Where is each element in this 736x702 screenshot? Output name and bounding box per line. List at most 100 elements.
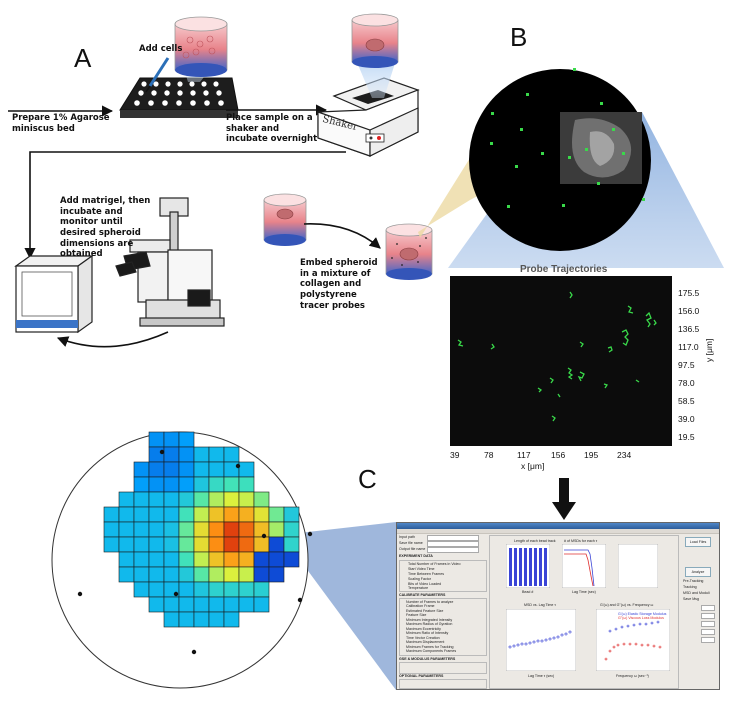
heatmap-cell bbox=[193, 551, 210, 568]
heatmap-cell bbox=[238, 521, 255, 538]
modulus-plot-title: G'(ω) and G"(ω) vs. Frequency ω bbox=[600, 603, 654, 607]
load-files-button[interactable]: Load Files bbox=[685, 537, 711, 547]
trajectory-y-ticks: 175.5 156.0 136.5 117.0 97.5 78.0 58.5 3… bbox=[678, 288, 718, 448]
heatmap-cell bbox=[118, 521, 135, 538]
control-field[interactable] bbox=[701, 605, 715, 611]
experiment-row: Temperature bbox=[408, 586, 429, 590]
lag-tau-axis-label: Lag Time τ (sec) bbox=[528, 674, 555, 678]
experiment-row: Bits of Video Loaded bbox=[408, 582, 442, 586]
heatmap-cell bbox=[208, 446, 225, 463]
heatmap-cell bbox=[238, 596, 255, 613]
heatmap-cell bbox=[193, 536, 210, 553]
heatmap-cell bbox=[253, 551, 270, 568]
control-field[interactable] bbox=[701, 621, 715, 627]
input-path-box[interactable] bbox=[427, 535, 479, 541]
x-tick: 117 bbox=[517, 450, 531, 460]
bead-axis-label: Bead # bbox=[522, 590, 534, 594]
control-field[interactable] bbox=[701, 613, 715, 619]
heatmap-cell bbox=[118, 491, 135, 508]
heatmap-cell bbox=[148, 581, 165, 598]
pipette-icon bbox=[145, 57, 170, 93]
heatmap-cell bbox=[223, 581, 240, 598]
msd-moduli-checkbox[interactable]: MSD and Moduli bbox=[683, 591, 710, 595]
matrigel-step-note: Add matrigel, then incubate and monitor … bbox=[60, 196, 151, 260]
control-field[interactable] bbox=[701, 629, 715, 635]
param-row: Minimum Ratio of Intensity bbox=[406, 631, 449, 635]
heatmap-cell bbox=[118, 566, 135, 583]
save-name-box[interactable] bbox=[427, 541, 479, 547]
prepare-bed-note: Prepare 1% Agarose miniscus bed bbox=[12, 113, 110, 134]
heatmap-cell bbox=[133, 581, 150, 598]
analyze-button[interactable]: Analyze bbox=[685, 567, 711, 577]
heatmap-cell bbox=[253, 596, 270, 613]
heatmap-cell bbox=[193, 596, 210, 613]
optional-rows bbox=[399, 679, 487, 689]
heatmap-cell bbox=[268, 536, 285, 553]
zoom-beam-software bbox=[290, 522, 396, 690]
control-fields bbox=[683, 605, 715, 645]
heatmap-cell bbox=[208, 521, 225, 538]
heatmap-cell bbox=[178, 506, 195, 523]
heatmap-cell bbox=[133, 521, 150, 538]
tracking-checkbox[interactable]: Tracking bbox=[683, 585, 697, 589]
control-field[interactable] bbox=[701, 637, 715, 643]
trajectory-x-ticks: 39 78 117 156 195 234 bbox=[450, 450, 672, 462]
parameters-column: Input path Save file name Output file na… bbox=[399, 535, 487, 689]
y-tick: 117.0 bbox=[678, 342, 699, 352]
window-toolbar bbox=[397, 529, 719, 534]
heatmap-cell bbox=[253, 521, 270, 538]
heatmap-cell bbox=[178, 581, 195, 598]
heatmap-cell bbox=[178, 476, 195, 493]
heatmap-cell bbox=[163, 521, 180, 538]
heatmap-cell bbox=[223, 551, 240, 568]
experiment-row: Time Between Frames bbox=[408, 572, 445, 576]
down-arrow-icon bbox=[552, 478, 576, 520]
heatmap-cell bbox=[148, 551, 165, 568]
heatmap-cell bbox=[103, 521, 120, 538]
heatmap-cell bbox=[223, 596, 240, 613]
heatmap-cell bbox=[178, 461, 195, 478]
x-tick: 39 bbox=[450, 450, 460, 460]
heatmap-cell bbox=[133, 566, 150, 583]
heatmap-cell bbox=[208, 551, 225, 568]
heatmap-cell bbox=[133, 536, 150, 553]
heatmap-cell bbox=[163, 596, 180, 613]
heatmap-cell bbox=[163, 446, 180, 463]
heatmap-cell bbox=[193, 461, 210, 478]
heatmap-cell bbox=[193, 566, 210, 583]
param-row: Estimated Feature Size bbox=[406, 609, 444, 613]
heatmap-cell bbox=[178, 521, 195, 538]
add-cells-note: Add cells bbox=[139, 44, 183, 54]
heatmap-cell bbox=[223, 536, 240, 553]
param-row: Minimum Frames for Tracking bbox=[406, 645, 454, 649]
heatmap-cell bbox=[163, 506, 180, 523]
heatmap-cell bbox=[148, 476, 165, 493]
pre-tracking-checkbox[interactable]: Pre-Tracking bbox=[683, 579, 704, 583]
y-tick: 58.5 bbox=[678, 396, 695, 406]
magnify-beam-b bbox=[356, 60, 396, 98]
trajectory-x-label: x [μm] bbox=[521, 461, 545, 471]
output-name-box[interactable] bbox=[427, 547, 479, 553]
y-tick: 39.0 bbox=[678, 414, 695, 424]
param-row: Maximum Radius of Gyration bbox=[406, 622, 453, 626]
param-rows: Number of Frames to analyze Calibration … bbox=[399, 598, 487, 656]
y-tick: 136.5 bbox=[678, 324, 700, 334]
heatmap-cell bbox=[238, 461, 255, 478]
heatmap-cell bbox=[283, 551, 300, 568]
y-tick: 156.0 bbox=[678, 306, 700, 316]
arrow-spheroid-to-collagen bbox=[303, 223, 381, 249]
heatmap-cell bbox=[208, 461, 225, 478]
heatmap-cell bbox=[283, 536, 300, 553]
window-titlebar bbox=[397, 523, 719, 529]
heatmap-cell bbox=[253, 491, 270, 508]
heatmap-cell bbox=[193, 506, 210, 523]
msd-plot bbox=[506, 609, 576, 671]
modulus-plot bbox=[596, 609, 670, 671]
save-msg-checkbox[interactable]: Save Msg bbox=[683, 597, 699, 601]
heatmap-cell bbox=[223, 506, 240, 523]
heatmap-cell bbox=[208, 611, 225, 628]
heatmap-cell bbox=[223, 521, 240, 538]
shaker-icon bbox=[317, 77, 420, 157]
